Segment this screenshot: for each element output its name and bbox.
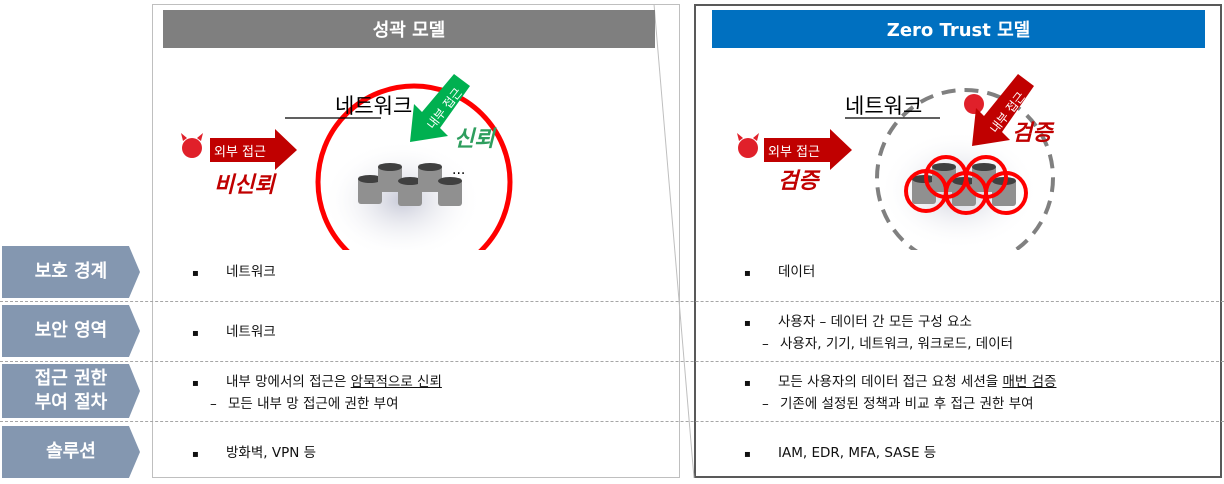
row-label-security-area: 보안 영역 [2, 305, 140, 357]
row-divider [0, 361, 1224, 362]
server-icons [912, 163, 1016, 206]
cell-right-solution: IAM, EDR, MFA, SASE 등 [744, 443, 936, 465]
internal-arrow [410, 74, 470, 142]
row-divider [0, 421, 1224, 422]
cell-left-area: 네트워크 [192, 322, 276, 344]
row-divider [0, 301, 1224, 302]
cell-left-boundary: 네트워크 [192, 262, 276, 284]
zero-trust-panel [694, 4, 1222, 478]
internal-devil-icon [964, 94, 984, 114]
zero-trust-diagram: 네트워크 외부 접근 검증 내부 접근 검증 [737, 74, 1055, 250]
verify-label-internal: 검증 [1012, 121, 1055, 146]
external-arrow [764, 129, 852, 170]
network-boundary-dashed-circle [875, 88, 1055, 250]
castle-model-panel [152, 4, 680, 478]
untrusted-label: 비신뢰 [214, 173, 277, 198]
cell-left-procedure: 내부 망에서의 접근은 암묵적으로 신뢰 모든 내부 망 접근에 권한 부여 [192, 372, 442, 414]
panel-connector [653, 4, 695, 478]
cell-right-procedure: 모든 사용자의 데이터 접근 요청 세션을 매번 검증 기존에 설정된 정책과 … [744, 372, 1056, 414]
cell-right-boundary: 데이터 [744, 262, 815, 284]
internal-arrow [972, 74, 1034, 146]
trusted-label: 신뢰 [454, 127, 497, 152]
cell-right-area: 사용자 – 데이터 간 모든 구성 요소 사용자, 기기, 네트워크, 워크로드… [744, 312, 1013, 354]
cell-left-solution: 방화벽, VPN 등 [192, 443, 316, 465]
network-boundary-circle [315, 83, 513, 250]
castle-diagram: 네트워크 외부 접근 비신뢰 내부 접근 신뢰 ... [181, 74, 513, 250]
devil-icon [737, 133, 759, 158]
external-arrow [210, 129, 297, 170]
svg-text:외부 접근: 외부 접근 [214, 145, 266, 160]
zero-trust-header: Zero Trust 모델 [712, 10, 1205, 48]
row-label-protection-boundary: 보호 경계 [2, 246, 140, 298]
network-label: 네트워크 [335, 94, 412, 118]
verify-label: 검증 [778, 169, 821, 194]
verification-rings [904, 155, 1028, 215]
castle-model-header: 성곽 모델 [163, 10, 655, 48]
network-label: 네트워크 [845, 94, 922, 118]
row-label-solution: 솔루션 [2, 426, 140, 478]
devil-icon [181, 133, 203, 158]
svg-text:외부 접근: 외부 접근 [768, 145, 820, 160]
server-icons [358, 163, 462, 206]
svg-text:...: ... [452, 162, 465, 178]
